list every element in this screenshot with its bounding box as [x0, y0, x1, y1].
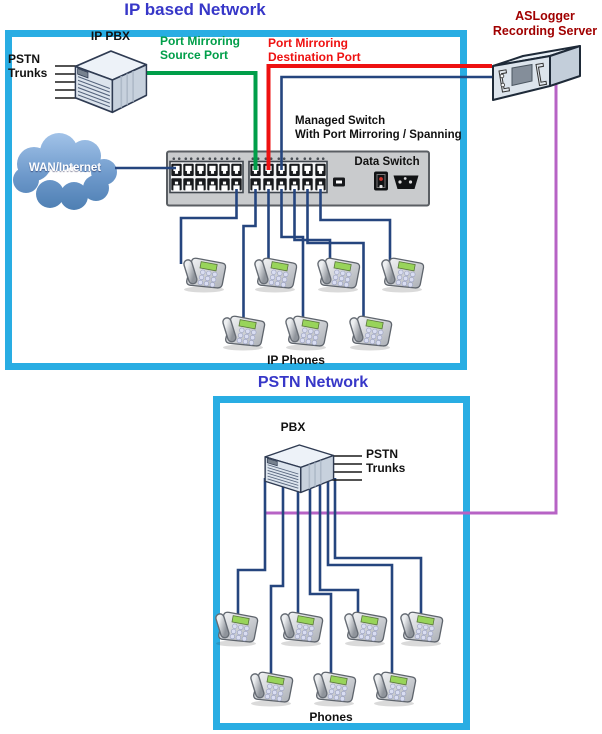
- desk-phone-icon: [281, 612, 323, 646]
- mirror-source-label: Port Mirroring Source Port: [160, 34, 240, 63]
- desk-phone-icon: [216, 612, 258, 646]
- desk-phone-icon: [314, 672, 356, 706]
- ip-pbx-label: IP PBX: [90, 29, 131, 43]
- ip-phones-label: IP Phones: [267, 353, 325, 367]
- desk-phone-icon: [184, 258, 226, 292]
- desk-phone-icon: [251, 672, 293, 706]
- mirror-source-line: [145, 71, 258, 170]
- desk-phone-icon: [286, 316, 328, 350]
- ip-pstn-trunks-label: PSTN Trunks: [8, 52, 48, 81]
- wan-internet-label: WAN/Internet: [28, 162, 102, 174]
- desk-phone-icon: [345, 612, 387, 646]
- ip-pbx-icon: [74, 50, 148, 114]
- recording-server-icon: [492, 45, 581, 101]
- wan-cloud-icon: [13, 133, 117, 210]
- pstn-extension-cables: [236, 478, 423, 678]
- data-switch-label: Data Switch: [354, 156, 420, 168]
- lan-cables: [115, 166, 392, 322]
- desk-phone-icon: [223, 316, 265, 350]
- desk-phone-icon: [318, 258, 360, 292]
- ip-network-box: [5, 30, 467, 370]
- mirror-dest-label: Port Mirroring Destination Port: [268, 36, 361, 65]
- pstn-network-box: [213, 396, 470, 730]
- mirror-dest-line: [266, 64, 492, 170]
- desk-phone-icon: [401, 612, 443, 646]
- recorder-link-line: [265, 82, 558, 515]
- desk-phone-icon: [255, 258, 297, 292]
- pstn-pbx-icon: [264, 444, 335, 494]
- server-panel: [511, 63, 533, 87]
- pstn-phones: [216, 612, 443, 706]
- power-switch-icon: [374, 171, 388, 191]
- power-inlet-icon: [393, 175, 419, 189]
- pstn-trunks-label: PSTN Trunks: [366, 447, 406, 476]
- pstn-network-title: PSTN Network: [257, 374, 369, 391]
- recording-server-label: ASLogger Recording Server: [492, 9, 598, 38]
- desk-phone-icon: [350, 316, 392, 350]
- rack-ear-right: [535, 62, 548, 87]
- pstn-pbx-label: PBX: [280, 420, 306, 434]
- data-switch-icon: [166, 150, 430, 207]
- ip-network-title: IP based Network: [124, 0, 266, 19]
- mirror-dest-blue-line: [280, 75, 492, 170]
- ip-pbx-trunk-lines: [55, 65, 77, 99]
- desk-phone-icon: [382, 258, 424, 292]
- desk-phone-icon: [374, 672, 416, 706]
- managed-switch-label: Managed Switch With Port Mirroring / Spa…: [295, 115, 462, 141]
- pstn-phones-label: Phones: [309, 710, 353, 724]
- pstn-pbx-trunk-lines: [330, 455, 362, 481]
